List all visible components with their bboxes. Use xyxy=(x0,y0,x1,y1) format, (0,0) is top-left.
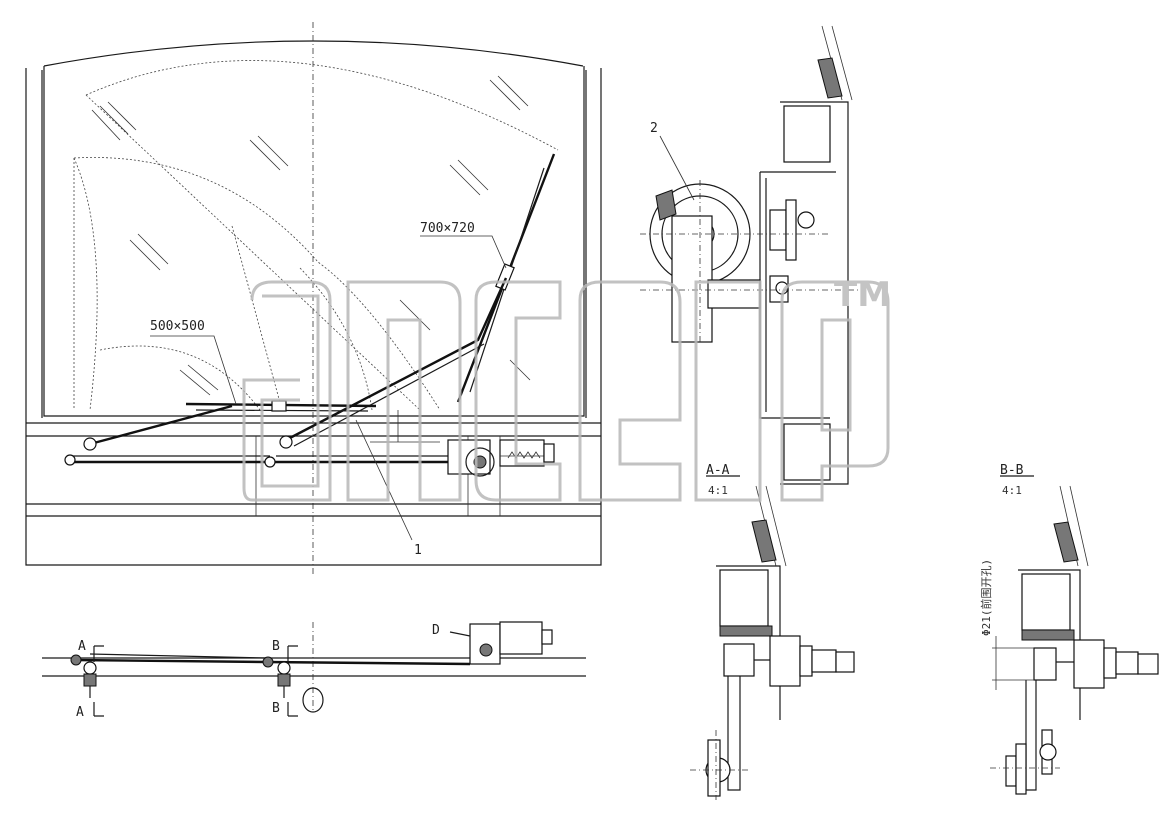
section-a-a xyxy=(690,475,855,800)
section-marker-a-bottom: A xyxy=(76,705,84,720)
watermark-trademark: TM xyxy=(834,275,891,315)
section-b-scale: 4:1 xyxy=(1002,484,1022,497)
callout-1-label: 1 xyxy=(414,543,422,558)
dim-500x500-label: 500×500 xyxy=(150,319,205,334)
section-marker-a-top: A xyxy=(78,639,86,654)
callout-2-label: 2 xyxy=(650,121,658,136)
front-view xyxy=(25,22,602,575)
view-marker-d: D xyxy=(432,623,440,638)
section-marker-b-bottom: B xyxy=(272,701,280,716)
section-b-title: B-B xyxy=(1000,463,1024,478)
section-b-b xyxy=(990,475,1159,795)
hole-note-label: Φ21(前围开孔) xyxy=(979,559,993,636)
section-marker-b-top: B xyxy=(272,639,280,654)
plan-view xyxy=(42,621,586,717)
section-a-scale: 4:1 xyxy=(708,484,728,497)
section-a-title: A-A xyxy=(706,463,730,478)
motor-mount-detail xyxy=(640,25,860,485)
dim-700x720-label: 700×720 xyxy=(420,221,475,236)
watermark-logo xyxy=(242,280,890,502)
